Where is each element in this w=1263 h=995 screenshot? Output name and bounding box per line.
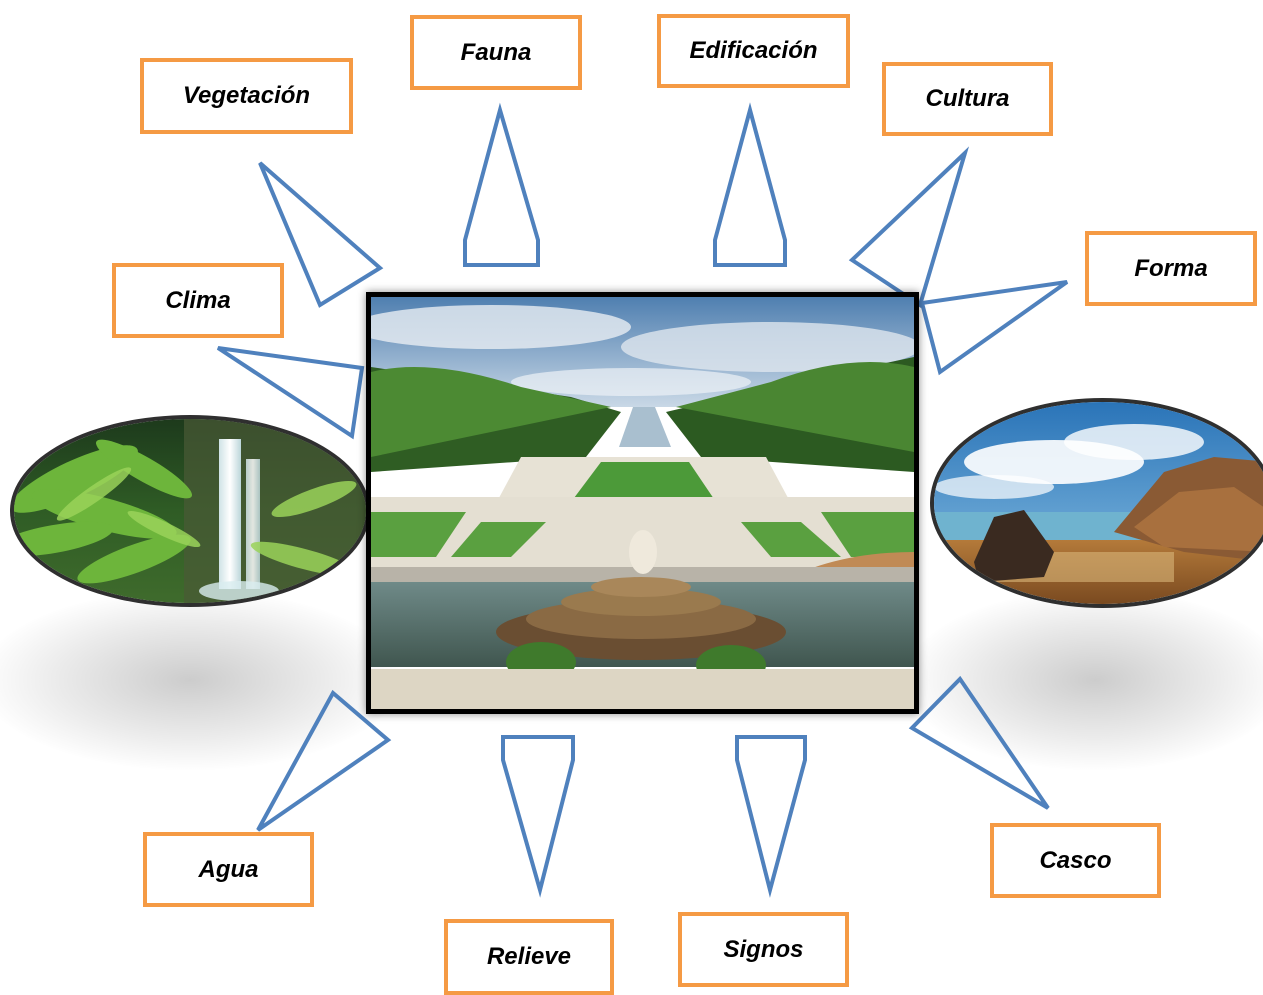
pointer-fauna (463, 102, 540, 267)
pointer-casco (908, 675, 1050, 810)
pointer-agua (256, 689, 392, 832)
pointer-edificacion (713, 102, 787, 267)
label-casco: Casco (990, 823, 1161, 898)
label-clima: Clima (112, 263, 284, 338)
label-fauna: Fauna (410, 15, 582, 90)
pointer-signos (735, 735, 807, 898)
right-photo-shadow (905, 590, 1263, 770)
label-agua: Agua (143, 832, 314, 907)
label-cultura: Cultura (882, 62, 1053, 136)
label-forma: Forma (1085, 231, 1257, 306)
pointer-clima (216, 346, 365, 440)
pointer-vegetacion (258, 161, 384, 308)
label-signos: Signos (678, 912, 849, 987)
rocky-beach-photo (930, 398, 1263, 608)
versailles-gardens-photo (366, 292, 919, 714)
left-photo-shadow (0, 590, 400, 770)
label-edificacion: Edificación (657, 14, 850, 88)
pointer-forma (919, 280, 1069, 376)
pointer-cultura (848, 146, 970, 309)
label-vegetacion: Vegetación (140, 58, 353, 134)
waterfall-fern-photo (10, 415, 370, 607)
label-relieve: Relieve (444, 919, 614, 995)
pointer-relieve (501, 735, 575, 898)
